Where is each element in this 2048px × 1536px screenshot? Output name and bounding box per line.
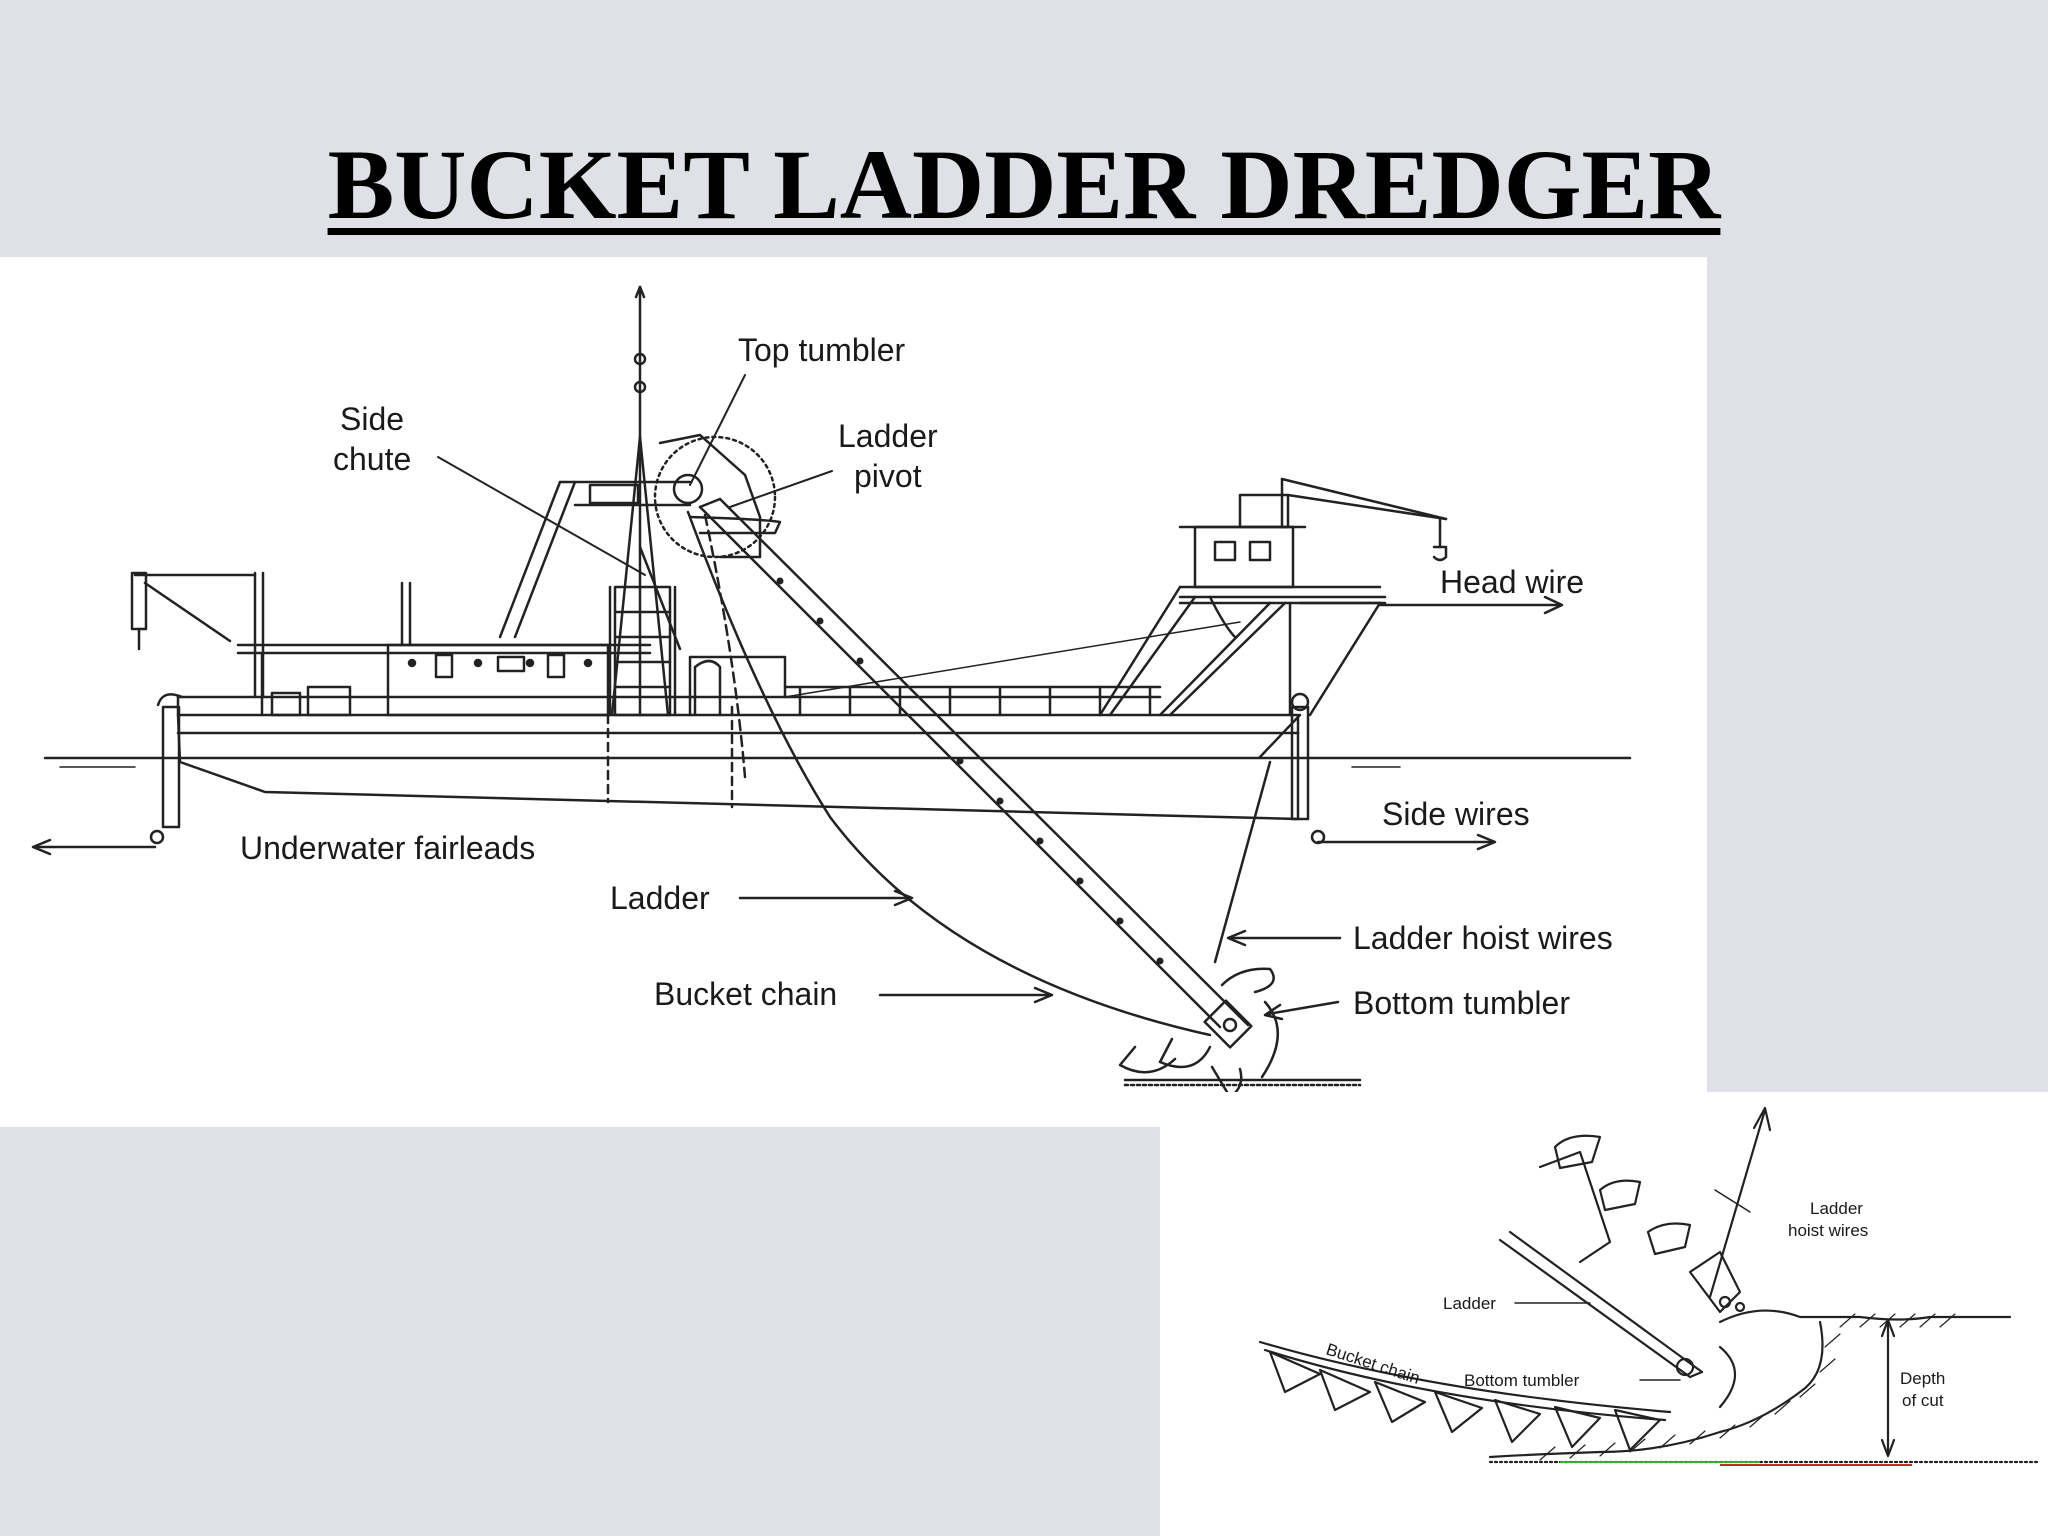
main-diagram-panel: Top tumbler Side chute Ladder pivot Head… bbox=[0, 257, 1707, 1127]
inset-label-depth-2: of cut bbox=[1902, 1391, 1944, 1410]
ladder bbox=[698, 497, 1250, 1029]
label-bucket-chain: Bucket chain bbox=[654, 976, 837, 1012]
dredger-side-view: Top tumbler Side chute Ladder pivot Head… bbox=[31, 285, 1632, 1099]
label-head-wire: Head wire bbox=[1440, 564, 1584, 600]
bow-cabin bbox=[1193, 525, 1295, 589]
bottom-tumbler bbox=[1203, 999, 1253, 1049]
inset-label-bucket-chain: Bucket chain bbox=[1324, 1340, 1422, 1388]
deckhouse bbox=[386, 643, 610, 717]
inset-diagram-panel: Ladder hoist wires Ladder Bucket chain B… bbox=[1160, 1092, 2048, 1536]
inset-bottom-tumbler bbox=[1675, 1357, 1695, 1377]
label-underwater-fairleads: Underwater fairleads bbox=[240, 830, 535, 866]
side-chute bbox=[638, 545, 682, 651]
bow-post bbox=[1290, 705, 1310, 821]
slide-title: BUCKET LADDER DREDGER bbox=[327, 129, 1721, 240]
bucket-chain-main bbox=[686, 510, 1212, 1037]
bucket-chain-upper bbox=[703, 513, 747, 779]
label-ladder-pivot-1: Ladder bbox=[838, 418, 938, 454]
inset-label-bottom-tumbler: Bottom tumbler bbox=[1464, 1371, 1580, 1390]
inset-label-hoist-2: hoist wires bbox=[1788, 1221, 1868, 1240]
inset-label-ladder: Ladder bbox=[1443, 1294, 1496, 1313]
label-side-chute-2: chute bbox=[333, 441, 411, 477]
ladder-rollers bbox=[776, 577, 1164, 965]
ladder-hoist-wire bbox=[1213, 760, 1272, 964]
label-ladder: Ladder bbox=[610, 880, 710, 916]
label-side-chute-1: Side bbox=[340, 401, 404, 437]
label-ladder-pivot-2: pivot bbox=[854, 458, 922, 494]
top-tumbler-housing bbox=[658, 433, 762, 559]
bucket-tower bbox=[613, 585, 672, 717]
label-side-wires: Side wires bbox=[1382, 796, 1530, 832]
hull bbox=[176, 713, 1300, 821]
label-bottom-tumbler: Bottom tumbler bbox=[1353, 985, 1570, 1021]
label-ladder-hoist-wires: Ladder hoist wires bbox=[1353, 920, 1613, 956]
inset-bucket-chain bbox=[1258, 1340, 1672, 1414]
inset-ladder bbox=[1498, 1230, 1704, 1379]
seabed-profile bbox=[1718, 1309, 2012, 1324]
inset-label-depth-1: Depth bbox=[1900, 1369, 1945, 1388]
inset-label-hoist-1: Ladder bbox=[1810, 1199, 1863, 1218]
bottom-tumbler-detail: Ladder hoist wires Ladder Bucket chain B… bbox=[1258, 1106, 2042, 1466]
stern-post bbox=[161, 705, 181, 829]
top-tumbler bbox=[672, 473, 704, 505]
label-top-tumbler: Top tumbler bbox=[738, 332, 906, 368]
